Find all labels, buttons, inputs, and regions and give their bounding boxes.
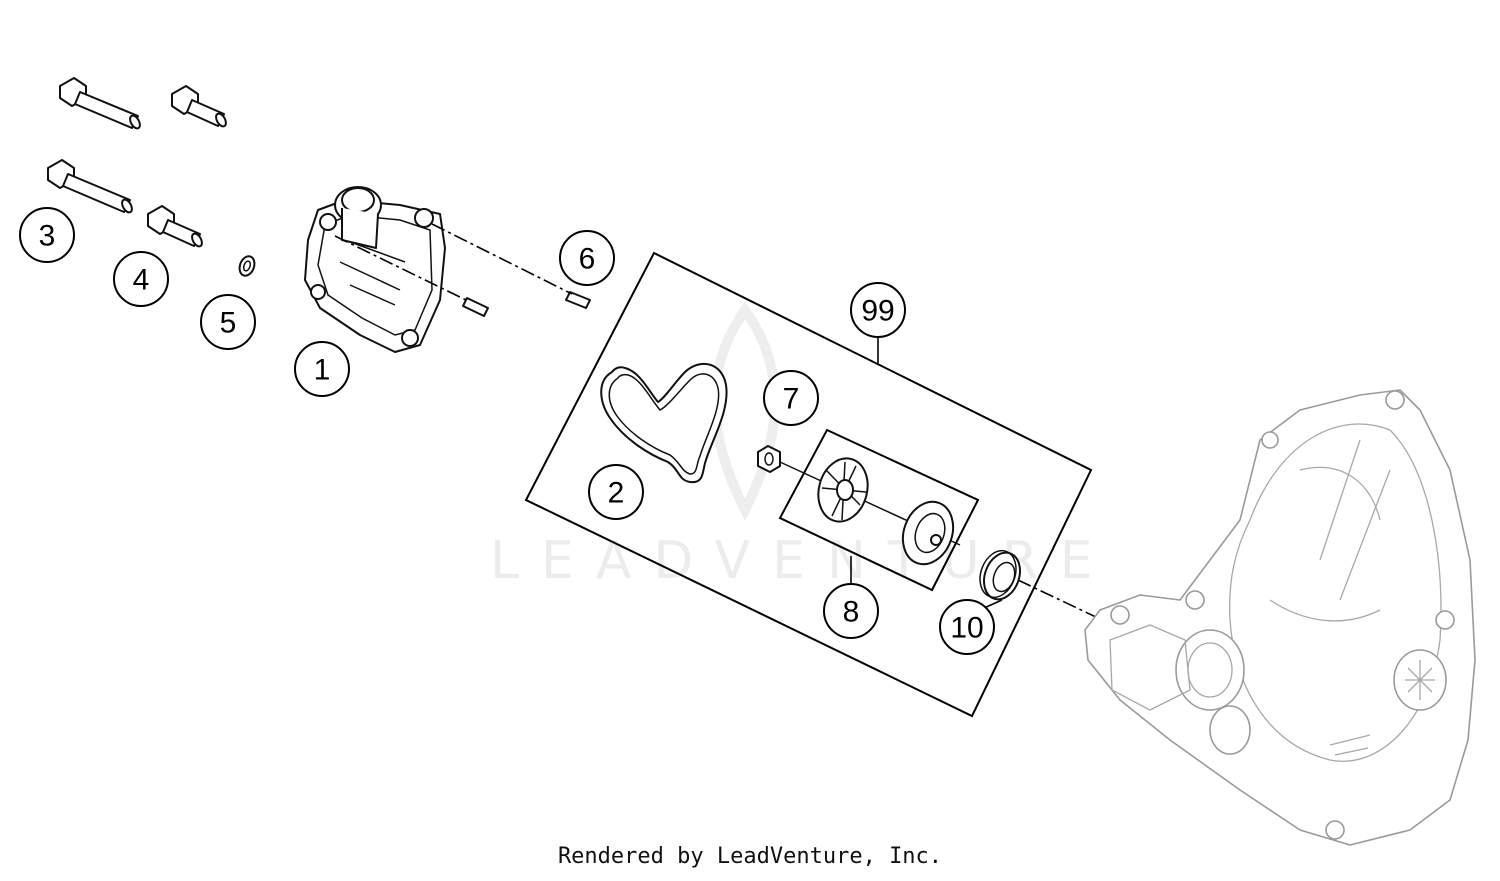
kit-box-99 — [524, 251, 1093, 718]
dowel-pin-left[interactable] — [462, 297, 489, 317]
o-ring-gasket[interactable] — [600, 363, 728, 484]
callout-label: 10 — [950, 612, 983, 645]
water-pump-cover[interactable] — [304, 186, 446, 353]
bolt-short-top[interactable] — [171, 85, 228, 128]
callout-label: 99 — [861, 295, 894, 328]
callout-label: 2 — [608, 477, 625, 510]
callout-10[interactable]: 10 — [939, 599, 995, 655]
callout-label: 7 — [783, 383, 800, 416]
shaft-seal-ring[interactable] — [974, 546, 1026, 605]
callout-4[interactable]: 4 — [113, 251, 169, 307]
footer-credit: Rendered by LeadVenture, Inc. — [557, 844, 943, 869]
callout-1[interactable]: 1 — [294, 341, 350, 397]
callout-2[interactable]: 2 — [588, 464, 644, 520]
assembly-line-pin — [431, 223, 573, 295]
bolt-short[interactable] — [147, 205, 204, 248]
callout-label: 4 — [133, 264, 150, 297]
inner-box-8 — [778, 428, 980, 592]
bolt-long[interactable] — [47, 159, 134, 214]
callout-99[interactable]: 99 — [850, 282, 906, 338]
callout-label: 3 — [39, 220, 56, 253]
callout-label: 5 — [220, 307, 237, 340]
callout-label: 6 — [579, 243, 596, 276]
callout-5[interactable]: 5 — [200, 294, 256, 350]
clutch-cover — [1084, 389, 1476, 846]
watermark: LEADVENTURE — [490, 301, 1093, 591]
washer[interactable] — [237, 254, 257, 278]
seal-disc[interactable] — [895, 495, 962, 572]
callout-label: 1 — [314, 354, 331, 387]
impeller[interactable] — [812, 453, 875, 527]
callout-7[interactable]: 7 — [763, 370, 819, 426]
callout-6[interactable]: 6 — [559, 230, 615, 286]
callout-3[interactable]: 3 — [19, 207, 75, 263]
callout-label: 8 — [843, 596, 860, 629]
bolt-long-top[interactable] — [59, 77, 142, 130]
callout-8[interactable]: 8 — [823, 583, 879, 639]
assembly-line-shaft — [1017, 579, 1099, 619]
dowel-pin-right[interactable] — [565, 291, 591, 309]
nut[interactable] — [757, 445, 781, 473]
